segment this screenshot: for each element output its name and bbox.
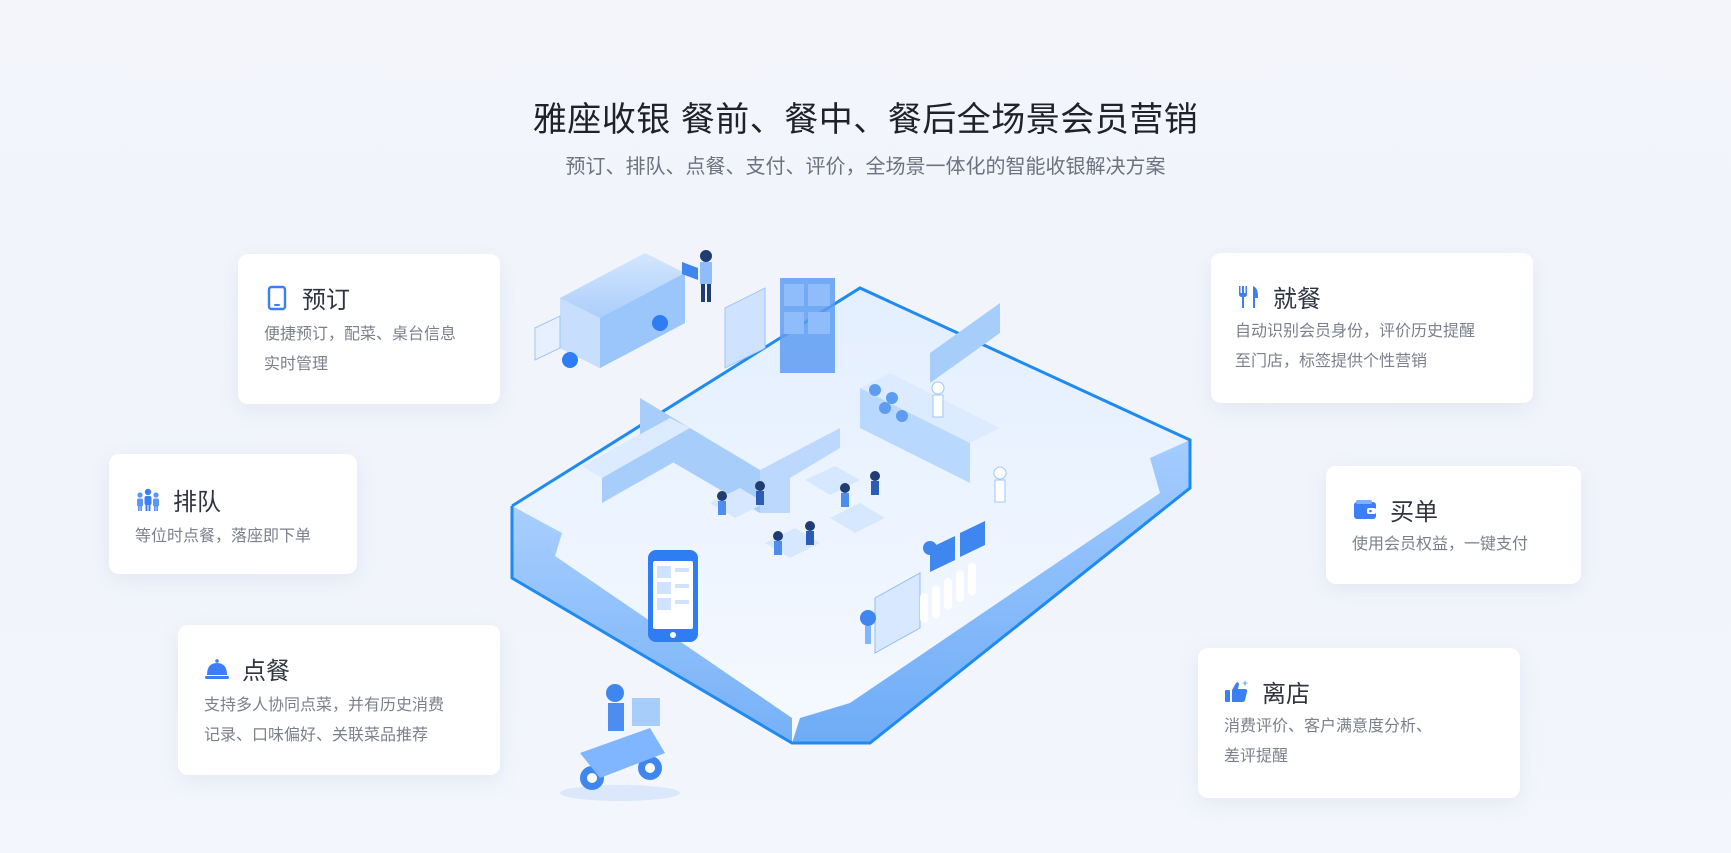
delivery-worker-icon	[682, 250, 712, 302]
card-description-line: 便捷预订，配菜、桌台信息	[264, 326, 457, 343]
tablet-icon	[264, 285, 290, 311]
card-order: 点餐 支持多人协同点菜，并有历史消费 记录、口味偏好、关联菜品推荐	[178, 625, 500, 775]
card-description-line: 自动识别会员身份，评价历史提醒	[1235, 323, 1476, 340]
card-description: 自动识别会员身份，评价历史提醒 至门店，标签提供个性营销	[1235, 317, 1527, 377]
page-title: 雅座收银 餐前、餐中、餐后全场景会员营销	[532, 101, 1199, 139]
wallet-icon	[1352, 497, 1378, 523]
card-description-line: 消费评价、客户满意度分析、	[1224, 718, 1433, 735]
card-description-line: 实时管理	[264, 356, 329, 373]
card-description: 使用会员权益，一键支付	[1352, 530, 1577, 560]
thumbs-up-icon	[1224, 679, 1250, 705]
card-description-line: 等位时点餐，落座即下单	[135, 528, 312, 545]
card-title: 离店	[1262, 681, 1310, 708]
card-description: 支持多人协同点菜，并有历史消费 记录、口味偏好、关联菜品推荐	[204, 691, 494, 751]
restaurant-illustration	[510, 250, 1192, 801]
cloche-icon	[204, 656, 230, 682]
card-title: 点餐	[242, 658, 290, 685]
card-leave: 离店 消费评价、客户满意度分析、 差评提醒	[1198, 648, 1520, 798]
card-queue: 排队 等位时点餐，落座即下单	[109, 454, 357, 574]
scooter-courier-icon	[560, 684, 680, 801]
card-description: 便捷预订，配菜、桌台信息 实时管理	[264, 320, 494, 380]
card-description-line: 差评提醒	[1224, 748, 1289, 765]
truck-icon	[534, 253, 685, 368]
page-subtitle: 预订、排队、点餐、支付、评价，全场景一体化的智能收银解决方案	[565, 156, 1166, 178]
card-reserve: 预订 便捷预订，配菜、桌台信息 实时管理	[238, 254, 500, 404]
card-pay: 买单 使用会员权益，一键支付	[1326, 466, 1581, 584]
card-title: 排队	[173, 489, 221, 516]
card-description-line: 记录、口味偏好、关联菜品推荐	[204, 727, 429, 744]
phone-icon	[648, 550, 698, 642]
card-description-line: 支持多人协同点菜，并有历史消费	[204, 697, 445, 714]
card-description: 等位时点餐，落座即下单	[135, 522, 355, 552]
card-title: 预订	[302, 287, 350, 314]
people-icon	[135, 487, 161, 513]
card-description: 消费评价、客户满意度分析、 差评提醒	[1224, 712, 1516, 772]
card-dine: 就餐 自动识别会员身份，评价历史提醒 至门店，标签提供个性营销	[1211, 253, 1533, 403]
card-title: 就餐	[1273, 286, 1321, 313]
card-description-line: 使用会员权益，一键支付	[1352, 536, 1529, 553]
fork-knife-icon	[1235, 284, 1261, 310]
card-description-line: 至门店，标签提供个性营销	[1235, 353, 1428, 370]
card-title: 买单	[1390, 499, 1438, 526]
